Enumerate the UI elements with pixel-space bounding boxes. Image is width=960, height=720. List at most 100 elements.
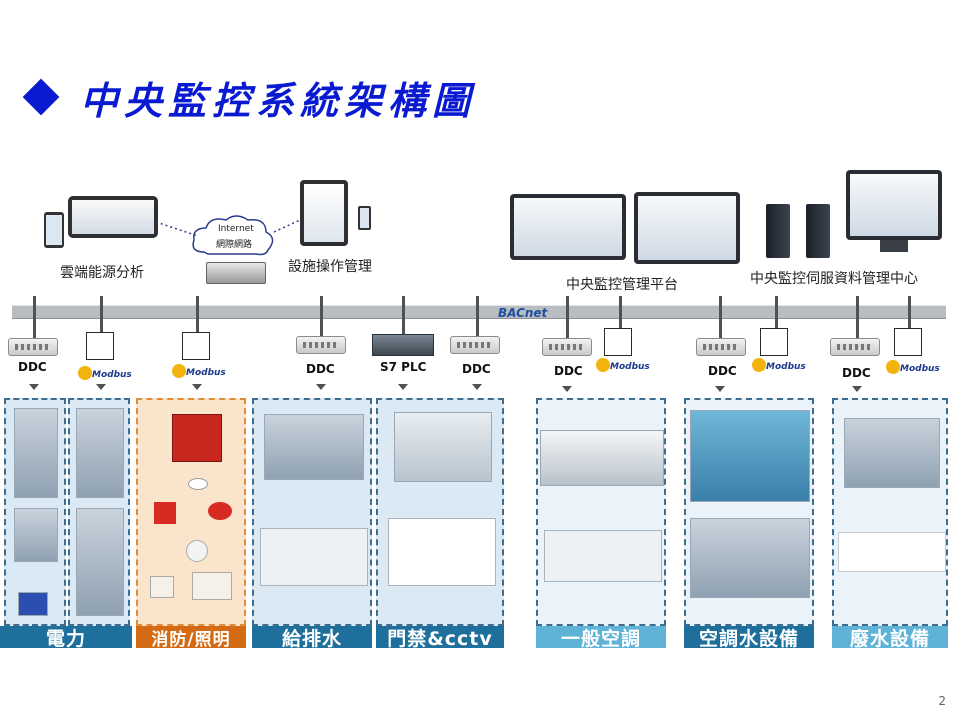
diamond-bullet-icon [22,78,60,116]
panelboard-image [76,508,124,616]
ddc-device [450,336,500,354]
category-access: 門禁&cctv [376,626,504,650]
process-diagram-image [388,518,496,586]
modbus-label: Modbus [186,368,226,378]
page-title-row: 中央監控系統架構圖 [20,72,477,123]
category-chilled-water: 空調水設備 [684,626,814,650]
drop-line [619,296,622,332]
arrow-down-icon [96,384,106,390]
drop-line [566,296,569,340]
phone-device [44,212,64,248]
monitor-screen-1 [510,194,626,260]
cloud-text-line1: Internet [218,224,254,234]
modbus-gateway-icon [894,328,922,356]
modbus-gateway-icon [604,328,632,356]
power-panel-2 [68,398,130,626]
tank-image [844,418,940,488]
modbus-star-icon [596,358,610,372]
switch-image [192,572,232,600]
modbus-label: Modbus [900,364,940,374]
arrow-down-icon [472,384,482,390]
scrubber-image [394,412,492,482]
drop-line [476,296,479,336]
facility-management-label: 設施操作管理 [288,259,372,275]
modbus-label: Modbus [610,362,650,372]
drop-line [33,296,36,340]
arrow-down-icon [852,386,862,392]
category-water: 給排水 [252,626,372,650]
cooling-tower-image [690,518,810,598]
page-number: 2 [938,694,946,708]
water-facility-image [264,414,364,480]
drop-line [100,296,103,340]
arrow-down-icon [398,384,408,390]
modbus-star-icon [78,366,92,380]
server-center-label: 中央監控伺服資料管理中心 [750,271,918,287]
modbus-label: Modbus [92,370,132,380]
smoke-detector-image [188,478,208,490]
cloud-text-line2: 網際網路 [216,240,253,250]
ac-panel [536,398,666,626]
server-1 [766,204,790,258]
bacnet-bus [12,305,946,319]
tablet-device [68,196,158,238]
drop-line [856,296,859,340]
server-2 [806,204,830,258]
phone-device-2 [358,206,371,230]
drop-line [908,296,911,332]
plc-label: S7 PLC [380,360,427,374]
fire-panel [136,398,246,626]
ddc-label: DDC [306,362,335,376]
water-scada-screen-image [260,528,368,586]
plc-device [372,334,434,356]
ddc-device [830,338,880,356]
network-links [155,219,301,237]
ddc-label: DDC [554,364,583,378]
fire-alarm-panel-image [172,414,222,462]
gateway-device [206,262,266,284]
ddc-label: DDC [842,366,871,380]
ddc-label: DDC [708,364,737,378]
water-panel [252,398,372,626]
room-image [540,430,664,486]
ddc-device [296,336,346,354]
drop-line [402,296,405,336]
wastewater-diagram-image [838,532,946,572]
arrow-down-icon [562,386,572,392]
wastewater-panel [832,398,948,626]
light-fixture-image [186,540,208,562]
monitor-screen-2 [634,192,740,264]
cloud-analysis-label: 雲端能源分析 [60,265,144,281]
chilled-water-panel [684,398,814,626]
category-wastewater: 廢水設備 [832,626,948,650]
cabinet-image [76,408,124,498]
arrow-down-icon [192,384,202,390]
page-title: 中央監控系統架構圖 [80,77,477,123]
power-panel-1 [4,398,66,626]
switchgear-image [14,408,58,498]
drop-line [719,296,722,340]
arrow-down-icon [29,384,39,390]
transformer-image [14,508,58,562]
ddc-device [8,338,58,356]
pump-image [690,410,810,502]
modbus-gateway-icon [86,332,114,360]
arrow-down-icon [715,386,725,392]
tablet-vertical [300,180,348,246]
bacnet-logo: BACnet [498,306,548,320]
drop-line [775,296,778,332]
switch-image [150,576,174,598]
modbus-gateway-icon [182,332,210,360]
ddc-label: DDC [18,360,47,374]
category-fire: 消防/照明 [136,626,246,650]
modbus-star-icon [172,364,186,378]
drop-line [196,296,199,340]
cloud-icon [192,215,274,256]
fire-bell-image [208,502,232,520]
monitoring-platform-label: 中央監控管理平台 [566,277,678,293]
drop-line [320,296,323,336]
arrow-down-icon [316,384,326,390]
monitor-stand [880,240,908,252]
ac-scada-screen-image [544,530,662,582]
category-ac: 一般空調 [536,626,666,650]
